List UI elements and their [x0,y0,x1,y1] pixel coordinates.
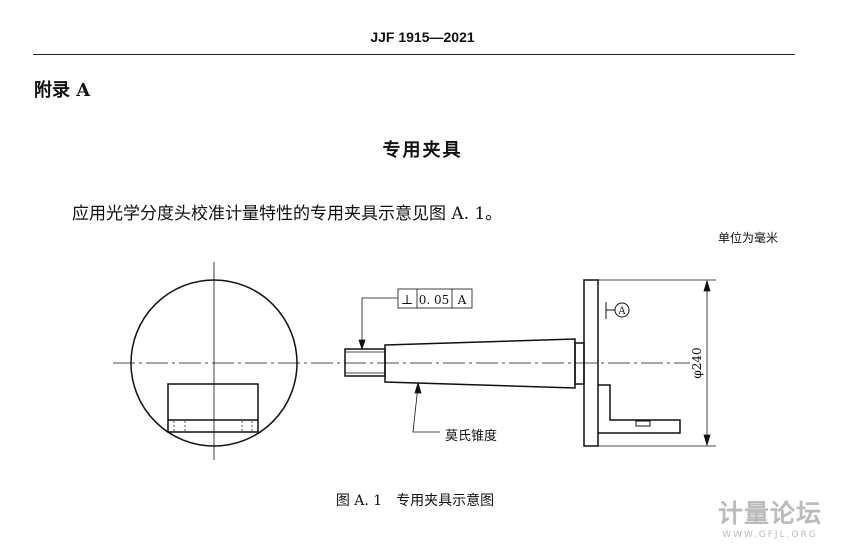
tolerance-frame [358,288,473,433]
watermark-title: 计量论坛 [718,499,823,528]
front-view-block [167,383,259,433]
figure-caption: 图 A. 1 专用夹具示意图 [335,493,495,509]
morse-taper [384,338,576,389]
section-title: 专用夹具 [382,140,463,161]
tolerance-datum: A [457,293,467,307]
paragraph: 应用光学分度头校准计量特性的专用夹具示意见图 A. 1。 [72,204,503,224]
watermark-logo: 计量论坛 WWW.GFJL.ORG [718,494,822,540]
neck [574,342,585,385]
bracket [598,384,681,434]
shaft-end [344,348,386,377]
diameter-label: φ240 [690,347,704,378]
datum-letter: A [617,306,626,317]
page-header: JJF 1915—2021 [370,29,475,45]
header-rule [33,54,795,55]
watermark-url: WWW.GFJL.ORG [722,530,818,540]
flange [583,279,599,447]
unit-note: 单位为毫米 [718,231,779,245]
diameter-dimension [598,279,716,447]
hidden-lines [173,421,253,432]
bracket-slot [635,420,651,427]
appendix-heading: 附录 A [34,80,91,101]
perpendicularity-symbol: ⊥ [401,293,413,308]
tolerance-value: 0. 05 [419,293,450,307]
taper-label: 莫氏锥度 [445,428,497,444]
datum-symbol [605,302,630,319]
